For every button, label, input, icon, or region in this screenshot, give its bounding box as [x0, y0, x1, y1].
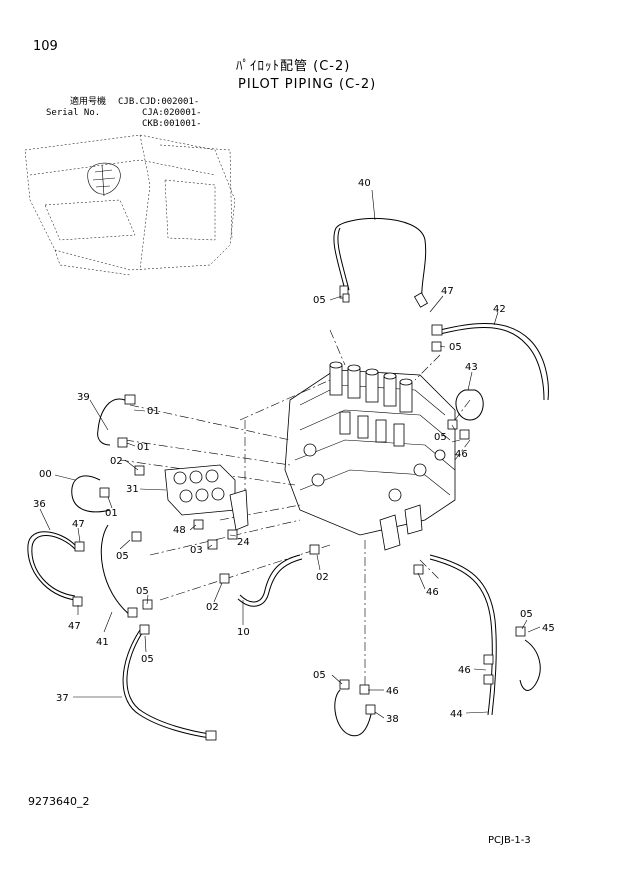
- hose-39: [97, 398, 126, 446]
- assembly-dash-lines: [119, 329, 471, 690]
- label-31: 31: [126, 484, 139, 495]
- hose-10: [239, 554, 301, 603]
- serial-value-1: CJB.CJD:002001-: [118, 97, 200, 107]
- label-46-mid: 46: [426, 587, 439, 598]
- label-01-b: 01: [137, 442, 150, 453]
- title-japanese: ﾊﾟｲﾛｯﾄ配管 (C-2): [236, 59, 351, 74]
- small-fittings: [72, 293, 526, 715]
- label-02-a: 02: [110, 456, 123, 467]
- label-46-top: 46: [455, 449, 468, 460]
- hose-45: [519, 639, 541, 691]
- label-05-g: 05: [313, 670, 326, 681]
- label-44: 44: [450, 709, 463, 720]
- page-number: 109: [33, 39, 58, 54]
- label-05-a: 05: [313, 295, 326, 306]
- hose-00: [71, 475, 111, 513]
- label-47-top: 47: [441, 286, 454, 297]
- label-05-d: 05: [136, 586, 149, 597]
- fitting-39: [124, 394, 136, 405]
- title-english: PILOT PIPING (C-2): [238, 77, 377, 92]
- page-code: PCJB-1-3: [488, 835, 531, 846]
- label-00: 00: [39, 469, 52, 480]
- hose-36: [27, 531, 76, 601]
- label-42: 42: [493, 304, 506, 315]
- label-05-b: 05: [449, 342, 462, 353]
- hose-40: [333, 217, 427, 301]
- label-01-c: 01: [105, 508, 118, 519]
- hose-42: [439, 322, 549, 401]
- hose-37: [122, 629, 211, 739]
- hose-44: [429, 554, 497, 716]
- label-05-e: 05: [141, 654, 154, 665]
- label-02-c: 02: [206, 602, 219, 613]
- label-05-f: 05: [520, 609, 533, 620]
- label-47-left: 47: [72, 519, 85, 530]
- label-46-bottom: 46: [386, 686, 399, 697]
- label-37: 37: [56, 693, 69, 704]
- control-valve-block: [284, 361, 456, 551]
- label-24: 24: [237, 537, 250, 548]
- label-02-b: 02: [316, 572, 329, 583]
- label-45: 45: [542, 623, 555, 634]
- label-43: 43: [465, 362, 478, 373]
- label-41: 41: [96, 637, 109, 648]
- pilot-valve-cluster: [164, 464, 249, 531]
- label-38: 38: [386, 714, 399, 725]
- serial-value-3: CKB:001001-: [142, 119, 202, 129]
- label-01-a: 01: [147, 406, 160, 417]
- label-10: 10: [237, 627, 250, 638]
- label-47-bottom: 47: [68, 621, 81, 632]
- label-05-top-right: 05: [434, 432, 447, 443]
- label-39: 39: [77, 392, 90, 403]
- fitting-37: [205, 730, 217, 741]
- label-46-right: 46: [458, 665, 471, 676]
- leader-lines: [39, 189, 541, 719]
- hose-41: [100, 524, 131, 616]
- label-48: 48: [173, 525, 186, 536]
- fitting-40-right: [413, 292, 429, 308]
- fitting-42: [431, 324, 443, 336]
- part-number-labels: 40 47 42 05 05 43 39 01 01 02 00 31 36 0…: [33, 178, 555, 725]
- label-36: 36: [33, 499, 46, 510]
- serial-label-en: Serial No.: [46, 108, 101, 118]
- hose-38: [334, 689, 373, 737]
- serial-label-jp: 適用号機: [70, 97, 107, 107]
- label-05-c: 05: [116, 551, 129, 562]
- label-03: 03: [190, 545, 203, 556]
- document-number: 9273640_2: [28, 795, 90, 808]
- hose-43: [455, 389, 484, 421]
- serial-value-2: CJA:020001-: [142, 108, 202, 118]
- label-40: 40: [358, 178, 371, 189]
- machine-overview-sketch: [24, 134, 236, 276]
